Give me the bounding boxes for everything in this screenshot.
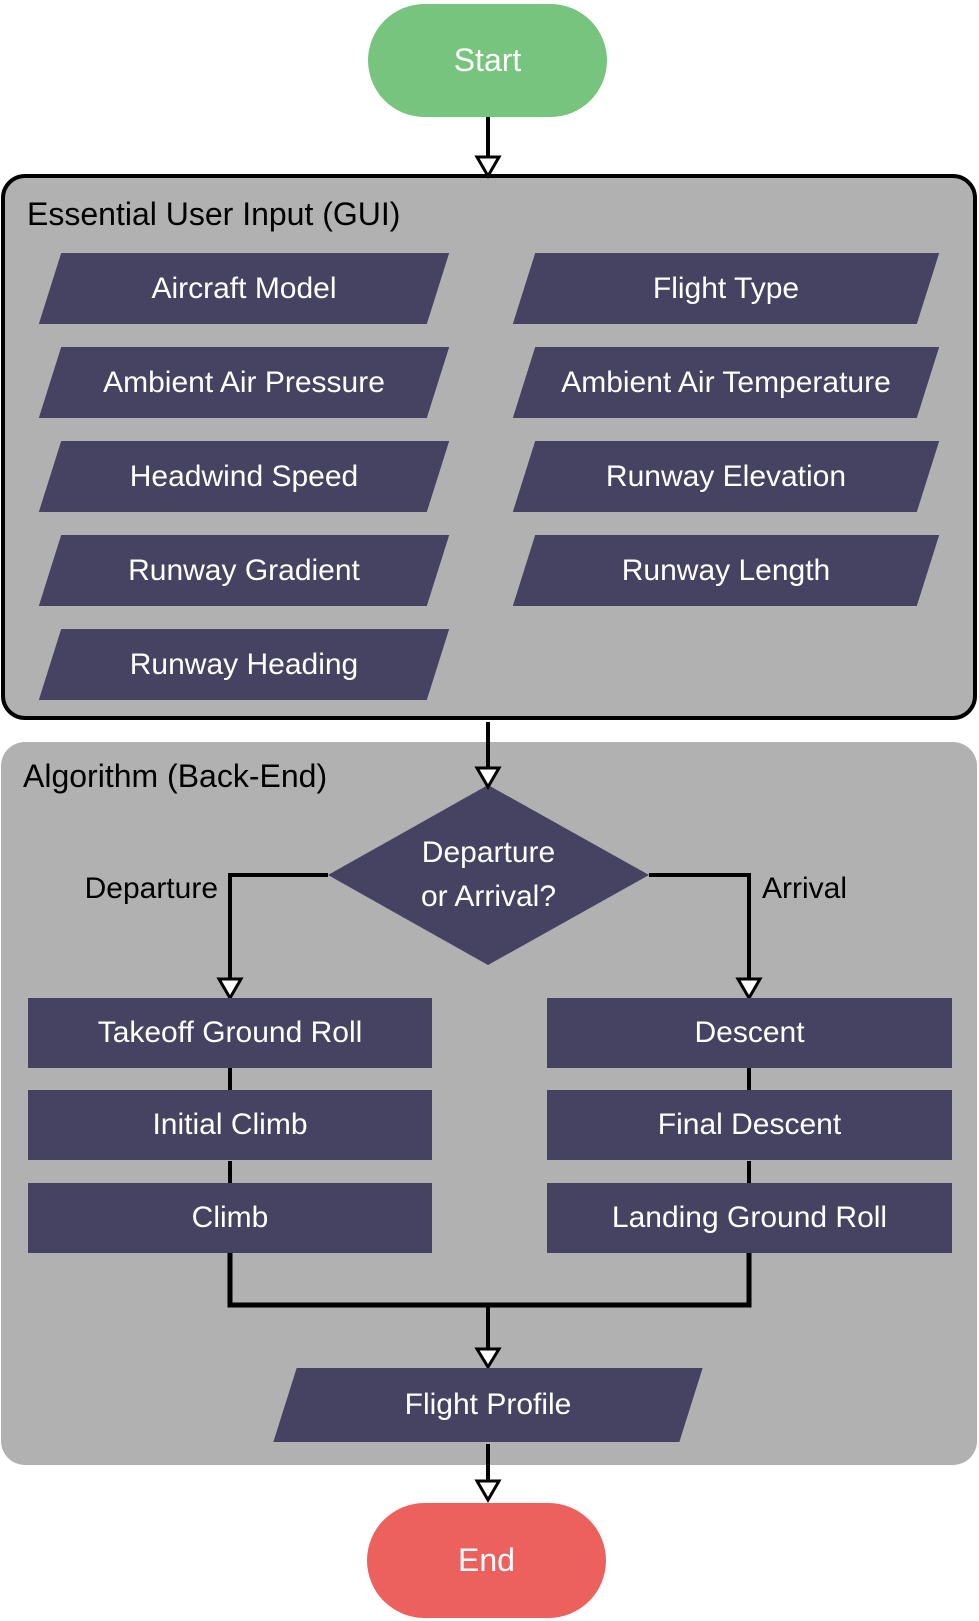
algorithm-panel-title: Algorithm (Back-End) [23,758,328,794]
input-aircraft-model-label: Aircraft Model [151,271,337,305]
step-descent: Descent [547,998,952,1068]
input-runway-gradient-label: Runway Gradient [128,553,360,587]
input-panel-title: Essential User Input (GUI) [27,196,401,232]
input-flight-type-label: Flight Type [652,271,800,305]
output-flight-profile-label: Flight Profile [404,1388,572,1421]
input-runway-length-label: Runway Length [621,553,831,587]
input-ambient-air-temperature-label: Ambient Air Temperature [561,365,891,399]
input-ambient-air-pressure-label: Ambient Air Pressure [103,365,385,399]
input-headwind-speed-label: Headwind Speed [129,459,359,493]
start-node-label: Start [453,42,522,78]
arrowhead-into-end [474,1479,502,1503]
decision-diamond-text: Departure or Arrival? [328,798,649,952]
input-runway-elevation-label: Runway Elevation [605,459,847,493]
input-ambient-air-temperature: Ambient Air Temperature [524,347,928,418]
branch-label-arrival: Arrival [762,872,848,905]
step-initial-climb: Initial Climb [28,1090,432,1160]
input-headwind-speed: Headwind Speed [50,441,438,512]
step-climb: Climb [28,1183,432,1253]
input-runway-length: Runway Length [524,535,928,606]
branch-label-departure: Departure [84,872,218,905]
input-runway-heading-label: Runway Heading [129,647,359,681]
input-ambient-air-pressure: Ambient Air Pressure [50,347,438,418]
input-aircraft-model: Aircraft Model [50,253,438,324]
input-flight-type: Flight Type [524,253,928,324]
step-takeoff-ground-roll: Takeoff Ground Roll [28,998,432,1068]
step-landing-ground-roll: Landing Ground Roll [547,1183,952,1253]
start-node: Start [368,4,607,117]
end-node: End [367,1503,606,1618]
decision-line1: Departure [421,836,556,869]
output-flight-profile: Flight Profile [285,1368,691,1442]
end-node-label: End [458,1542,515,1578]
input-runway-gradient: Runway Gradient [50,535,438,606]
input-runway-elevation: Runway Elevation [524,441,928,512]
decision-line2: or Arrival? [420,880,557,913]
step-final-descent: Final Descent [547,1090,952,1160]
input-runway-heading: Runway Heading [50,629,438,700]
